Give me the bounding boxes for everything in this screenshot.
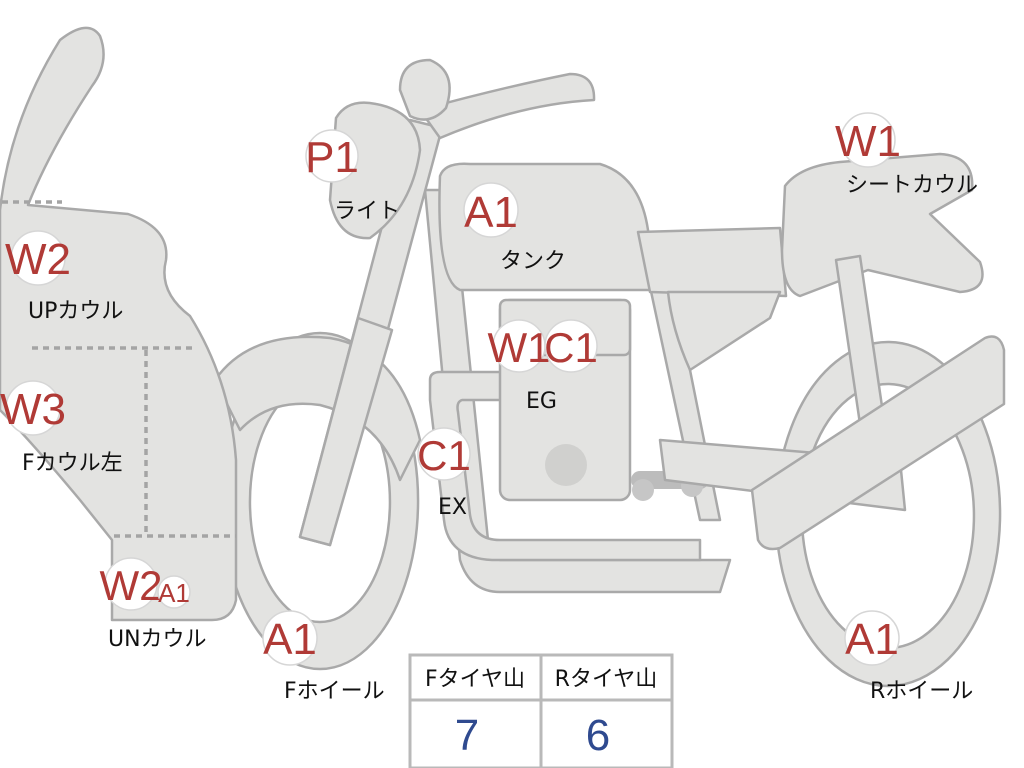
part-f-cowl-left[interactable]: W3 Fカウル左	[0, 380, 123, 476]
part-label: Rホイール	[870, 679, 973, 704]
damage-code: W2	[100, 562, 163, 609]
damage-code-badge	[463, 182, 519, 238]
part-seat-cowl[interactable]: W1 シートカウル	[835, 112, 978, 198]
damage-code-badge	[840, 112, 896, 168]
part-tank[interactable]: A1 タンク	[463, 182, 566, 274]
handlebar	[418, 72, 596, 140]
exhaust-pipe	[428, 370, 702, 562]
table-value-front: 7	[455, 711, 479, 760]
damage-code: A1	[464, 188, 518, 237]
damage-code: W1	[488, 324, 551, 371]
damage-code: C1	[417, 432, 471, 479]
damage-code-badge	[844, 610, 900, 666]
damage-code: C1	[544, 324, 598, 371]
part-light[interactable]: P1 ライト	[305, 129, 400, 224]
table-header-rear: Rタイヤ山	[555, 667, 658, 692]
part-label: EX	[438, 495, 467, 520]
part-label: シートカウル	[846, 173, 978, 198]
seat-cowl-shape	[780, 152, 984, 298]
damage-code: A1	[263, 615, 317, 664]
muffler	[750, 335, 1006, 551]
part-label: Fホイール	[284, 679, 385, 704]
damage-code-badge	[262, 610, 318, 666]
damage-code-badge	[104, 557, 158, 611]
damage-code: A1	[845, 615, 899, 664]
headlight-shape	[328, 101, 422, 240]
damage-code: A1	[158, 578, 190, 608]
fork-slider	[298, 316, 394, 547]
damage-code-badge	[10, 230, 66, 286]
damage-code-badge	[5, 380, 61, 436]
cowl-shape	[0, 26, 238, 622]
damage-code-badge	[417, 427, 471, 481]
seat-shape	[636, 226, 788, 298]
part-exhaust[interactable]: C1 EX	[417, 427, 471, 520]
damage-code-badge	[305, 129, 359, 183]
part-label: UNカウル	[108, 627, 207, 652]
damage-code: P1	[305, 133, 359, 182]
part-un-cowl[interactable]: W2 A1 UNカウル	[100, 557, 207, 652]
mirror	[398, 58, 451, 121]
part-engine[interactable]: W1 C1 EG	[488, 319, 598, 414]
table-value-rear: 6	[586, 711, 610, 760]
part-label: UPカウル	[28, 299, 123, 324]
part-label: ライト	[334, 199, 400, 224]
side-panel	[666, 290, 782, 372]
part-r-wheel[interactable]: A1 Rホイール	[844, 610, 973, 704]
engine-cover	[545, 444, 587, 486]
damage-code: W2	[5, 235, 71, 284]
part-label: タンク	[500, 249, 566, 274]
part-label: Fカウル左	[22, 451, 123, 476]
tire-tread-table: Fタイヤ山 Rタイヤ山 7 6	[408, 653, 674, 768]
footpeg-knob-left	[632, 479, 654, 501]
part-up-cowl[interactable]: W2 UPカウル	[5, 230, 123, 324]
part-f-wheel[interactable]: A1 Fホイール	[262, 610, 385, 704]
part-label: EG	[526, 389, 557, 414]
damage-code: W3	[0, 385, 66, 434]
damage-code: W1	[835, 117, 901, 166]
damage-code-badge	[544, 319, 598, 373]
damage-code-badge	[157, 575, 191, 609]
table-header-front: Fタイヤ山	[425, 667, 525, 692]
